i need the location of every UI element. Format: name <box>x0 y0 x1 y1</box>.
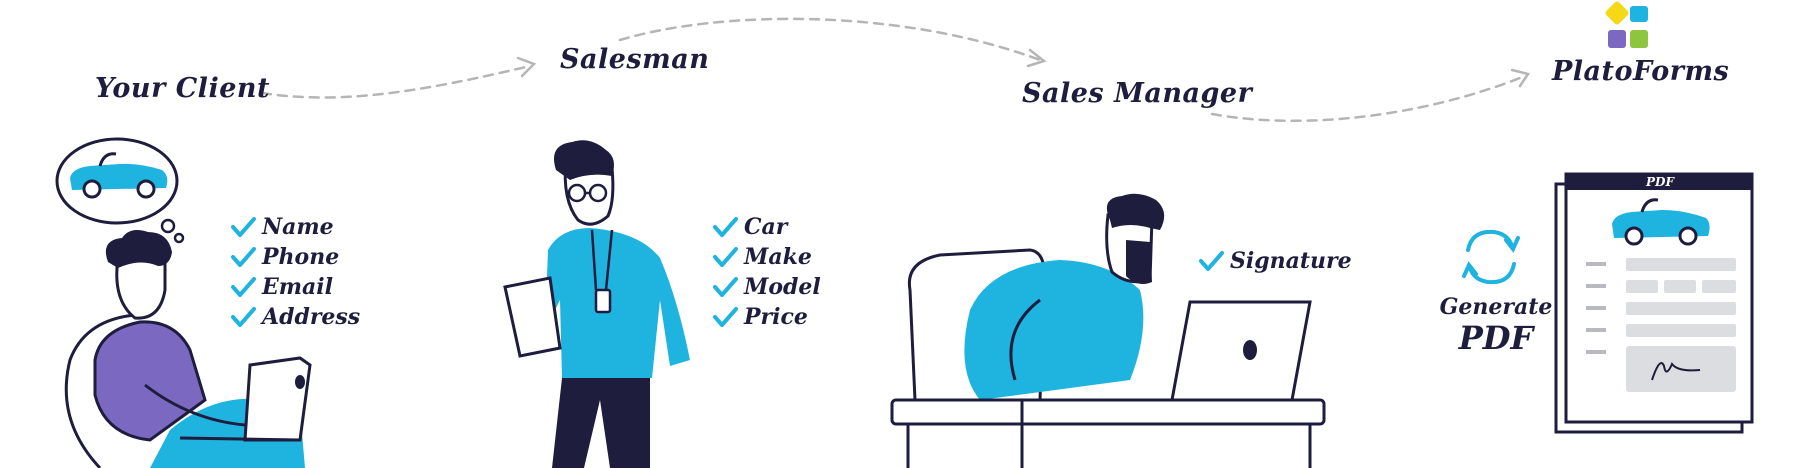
checkmark-icon <box>713 247 738 267</box>
pdf-label: PDF <box>1458 319 1534 357</box>
checkmark-icon <box>713 307 738 327</box>
checklist-item: Email <box>230 272 360 302</box>
checklist-item: Make <box>712 242 821 272</box>
checkmark-icon <box>231 307 256 327</box>
car-icon <box>70 152 168 199</box>
glasses-icon <box>567 183 608 203</box>
pdf-car-icon <box>1612 198 1710 246</box>
role-label-platoforms: PlatoForms <box>1552 56 1730 87</box>
arrow-salesman-to-manager <box>618 17 1042 62</box>
arrow-manager-to-platoforms <box>1210 74 1527 123</box>
checklist-item: Price <box>712 302 821 332</box>
checklist-item: Car <box>712 212 821 242</box>
arrow-client-to-salesman <box>260 64 532 99</box>
checkmark-icon <box>231 247 256 267</box>
generate-pdf-label: Generate PDF <box>1436 294 1556 356</box>
checklist-item: Phone <box>230 242 360 272</box>
generate-label: Generate <box>1439 294 1553 320</box>
checkmark-icon <box>231 277 256 297</box>
checklist-item-label: Name <box>262 214 334 240</box>
checklist-item-label: Car <box>744 214 788 240</box>
checklist-item: Signature <box>1198 246 1352 276</box>
pdf-badge: PDF <box>1646 175 1674 189</box>
role-label-client: Your Client <box>95 73 270 104</box>
checklist-item-label: Email <box>262 274 334 300</box>
checklist-item-label: Price <box>744 304 808 330</box>
signature-mark <box>1651 362 1701 381</box>
checklist-item: Address <box>230 302 360 332</box>
checkmark-icon <box>713 217 738 237</box>
checklist-item-label: Model <box>744 274 821 300</box>
role-label-sales-manager: Sales Manager <box>1022 78 1253 109</box>
checklist-item: Model <box>712 272 821 302</box>
checkmark-icon <box>1199 251 1224 271</box>
role-label-salesman: Salesman <box>560 44 710 75</box>
checklist-item-label: Address <box>262 304 361 330</box>
checklist-item: Name <box>230 212 360 242</box>
checklist-item-label: Signature <box>1230 248 1352 274</box>
checklist-item-label: Phone <box>262 244 340 270</box>
manager-fields-list: Signature <box>1198 246 1352 276</box>
checklist-item-label: Make <box>744 244 812 270</box>
checkmark-icon <box>713 277 738 297</box>
checkmark-icon <box>231 217 256 237</box>
